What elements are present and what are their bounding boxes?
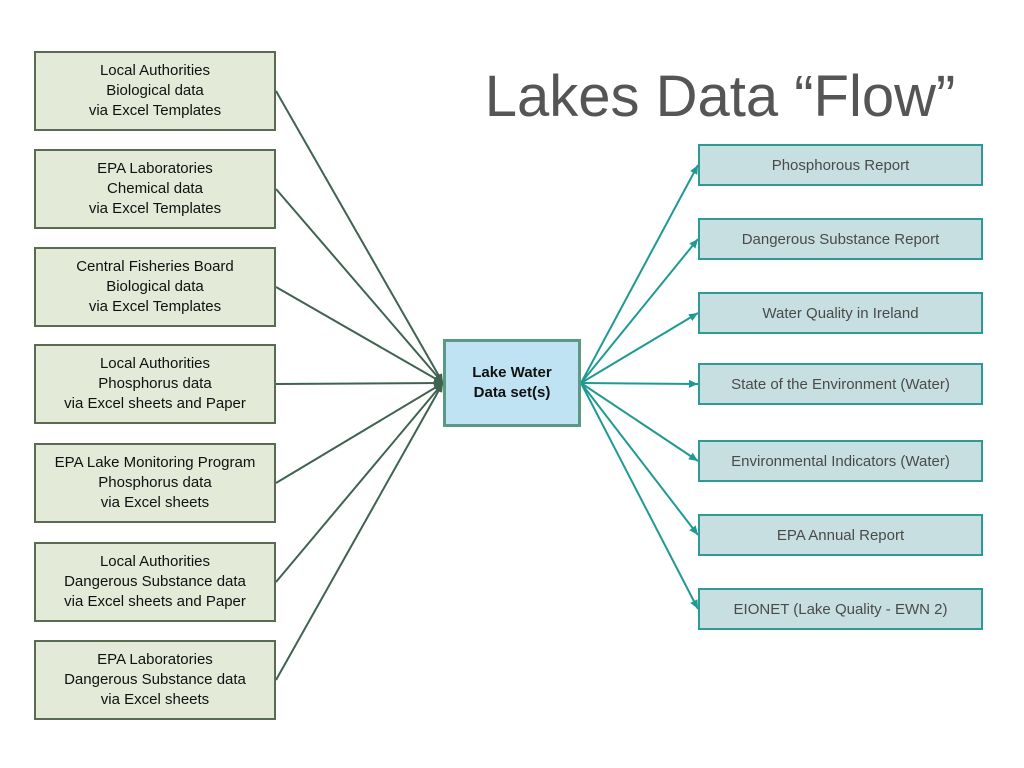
input-connector-3 bbox=[275, 286, 444, 384]
source-line: via Excel Templates bbox=[88, 102, 222, 119]
output-box-environmental-indicators: Environmental Indicators (Water) bbox=[698, 440, 983, 482]
output-connector-6 bbox=[580, 382, 699, 536]
source-line: Chemical data bbox=[107, 180, 203, 197]
output-connector-1 bbox=[580, 164, 699, 384]
source-line: Local Authorities bbox=[99, 553, 211, 570]
input-connector-6 bbox=[275, 382, 444, 583]
hub-line: Lake Water bbox=[472, 364, 552, 381]
source-box-la-phosphorus: Local Authorities Phosphorus data via Ex… bbox=[34, 344, 276, 424]
source-line: Phosphorus data bbox=[98, 375, 212, 392]
source-line: Central Fisheries Board bbox=[76, 258, 234, 275]
hub-line: Data set(s) bbox=[473, 384, 551, 401]
source-line: via Excel sheets bbox=[100, 691, 210, 708]
source-line: EPA Lake Monitoring Program bbox=[54, 454, 256, 471]
source-line: EPA Laboratories bbox=[97, 651, 213, 668]
source-line: via Excel sheets bbox=[100, 494, 210, 511]
source-line: via Excel Templates bbox=[88, 298, 222, 315]
output-connector-7 bbox=[580, 382, 699, 610]
source-box-la-dangerous-substance: Local Authorities Dangerous Substance da… bbox=[34, 542, 276, 622]
output-box-epa-annual-report: EPA Annual Report bbox=[698, 514, 983, 556]
source-line: Local Authorities bbox=[99, 355, 211, 372]
output-connector-5 bbox=[580, 382, 699, 462]
output-box-dangerous-substance-report: Dangerous Substance Report bbox=[698, 218, 983, 260]
output-connectors bbox=[580, 164, 699, 610]
output-connector-4 bbox=[580, 379, 699, 388]
source-line: via Excel Templates bbox=[88, 200, 222, 217]
source-box-la-biological: Local Authorities Biological data via Ex… bbox=[34, 51, 276, 131]
output-connector-2 bbox=[580, 238, 699, 384]
input-connectors bbox=[275, 90, 444, 681]
source-box-cfb-biological: Central Fisheries Board Biological data … bbox=[34, 247, 276, 327]
source-line: via Excel sheets and Paper bbox=[64, 395, 246, 412]
output-box-eionet: EIONET (Lake Quality - EWN 2) bbox=[698, 588, 983, 630]
source-line: Local Authorities bbox=[99, 62, 211, 79]
source-box-epa-lake-monitoring: EPA Lake Monitoring Program Phosphorus d… bbox=[34, 443, 276, 523]
input-connector-7 bbox=[275, 382, 444, 681]
output-box-state-of-environment: State of the Environment (Water) bbox=[698, 363, 983, 405]
input-connector-5 bbox=[275, 382, 444, 484]
input-connector-2 bbox=[275, 188, 444, 384]
slide-title: Lakes Data “Flow” bbox=[484, 64, 956, 129]
source-line: EPA Laboratories bbox=[97, 160, 213, 177]
output-connector-3 bbox=[580, 312, 699, 384]
input-connector-4 bbox=[275, 379, 444, 388]
source-line: Dangerous Substance data bbox=[64, 671, 246, 688]
source-box-epa-chemical: EPA Laboratories Chemical data via Excel… bbox=[34, 149, 276, 229]
source-line: Biological data bbox=[106, 278, 204, 295]
source-line: via Excel sheets and Paper bbox=[64, 593, 246, 610]
hub-box-lake-water-datasets: Lake Water Data set(s) bbox=[443, 339, 581, 427]
input-connector-1 bbox=[275, 90, 444, 384]
source-line: Biological data bbox=[106, 82, 204, 99]
output-box-phosphorous-report: Phosphorous Report bbox=[698, 144, 983, 186]
output-box-water-quality-ireland: Water Quality in Ireland bbox=[698, 292, 983, 334]
source-box-epa-dangerous-substance: EPA Laboratories Dangerous Substance dat… bbox=[34, 640, 276, 720]
source-line: Phosphorus data bbox=[98, 474, 212, 491]
source-line: Dangerous Substance data bbox=[64, 573, 246, 590]
